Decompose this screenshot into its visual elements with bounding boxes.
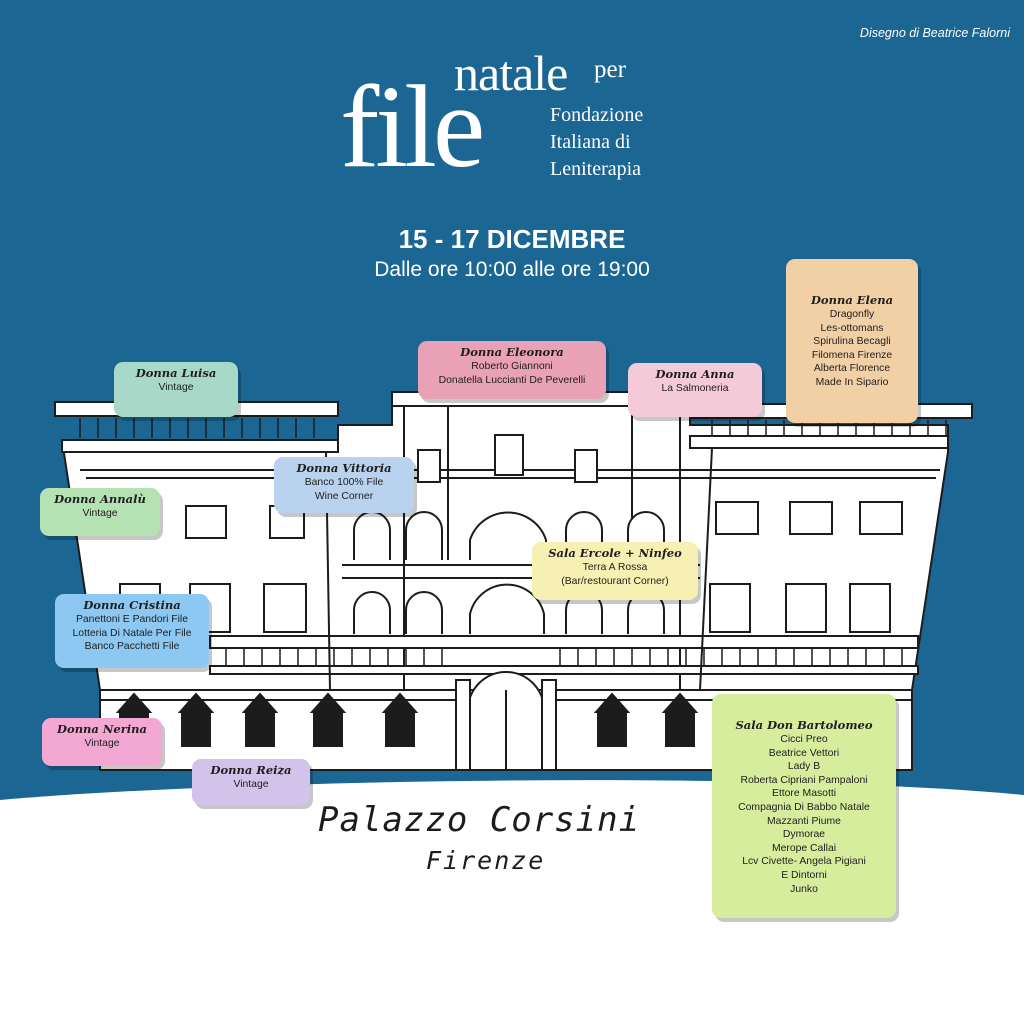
exhibitor-name: Wine Corner <box>314 490 374 502</box>
room-title: Donna Nerina <box>57 722 147 736</box>
room-title: Sala Ercole + Ninfeo <box>548 546 682 560</box>
event-dates: 15 - 17 DICEMBRE <box>398 224 626 254</box>
exhibitor-name: Vintage <box>84 738 120 749</box>
exhibitor-name: Les-ottomans <box>820 322 884 334</box>
exhibitor-name: Lady B <box>787 761 821 773</box>
exhibitor-name: Beatrice Vettori <box>768 747 840 759</box>
room-card-sala-ercole-ninfeo: Sala Ercole + Ninfeo Terra A Rossa (Bar/r… <box>532 542 698 600</box>
exhibitor-name: Lcv Civette- Angela Pigiani <box>742 856 866 868</box>
exhibitor-name: Terra A Rossa <box>582 562 648 573</box>
logo-org-line: Leniterapia <box>550 158 642 180</box>
room-exhibitors: Vintage <box>42 737 162 751</box>
room-title: Donna Annalù <box>54 492 146 506</box>
exhibitor-name: Banco Pacchetti File <box>84 641 180 653</box>
exhibitor-name: Alberta Florence <box>813 363 891 375</box>
exhibitor-name: Vintage <box>233 779 269 790</box>
room-exhibitors: Vintage <box>40 507 160 521</box>
logo-organization: Fondazione Italiana di Leniterapia <box>550 102 643 183</box>
venue-city: Firenze <box>426 846 546 875</box>
room-card-donna-anna: Donna Anna La Salmoneria <box>628 363 762 417</box>
room-title: Donna Cristina <box>83 598 181 612</box>
exhibitor-name: Filomena Firenze <box>811 349 893 361</box>
room-card-donna-luisa: Donna Luisa Vintage <box>114 362 238 417</box>
room-exhibitors: Vintage <box>114 381 238 395</box>
exhibitor-name: Dragonfly <box>829 309 875 320</box>
room-title: Donna Anna <box>655 367 735 381</box>
room-title: Sala Don Bartolomeo <box>735 718 873 732</box>
exhibitor-name: Mazzanti Piume <box>767 815 841 827</box>
event-hours: Dalle ore 10:00 alle ore 19:00 <box>374 258 650 281</box>
exhibitor-name: Made In Sipario <box>815 376 889 388</box>
exhibitor-name: Donatella Luccianti De Peverelli <box>438 374 586 386</box>
logo-natale-word: natale <box>454 45 568 101</box>
exhibitor-name: Compagnia Di Babbo Natale <box>738 801 870 813</box>
room-exhibitors: Vintage <box>192 778 310 792</box>
exhibitor-name: Dymorae <box>782 829 826 841</box>
room-title: Donna Luisa <box>135 366 217 380</box>
exhibitor-name: Banco 100% File <box>304 477 384 488</box>
exhibitor-name: Roberto Giannoni <box>471 361 553 372</box>
venue-name: Palazzo Corsini <box>318 800 641 840</box>
exhibitor-name: (Bar/restourant Corner) <box>561 575 669 587</box>
exhibitor-name: Spirulina Becagli <box>813 336 891 348</box>
exhibitor-name: Roberta Cipriani Pampaloni <box>740 774 868 786</box>
room-card-donna-reiza: Donna Reiza Vintage <box>192 759 310 805</box>
logo-org-line: Fondazione <box>550 104 644 126</box>
exhibitor-name: Merope Callai <box>771 842 837 854</box>
illustration-credit: Disegno di Beatrice Falorni <box>859 26 1010 40</box>
room-title: Donna Vittoria <box>296 461 392 475</box>
room-card-donna-annalu: Donna Annalù Vintage <box>40 488 160 536</box>
exhibitor-name: Ettore Masotti <box>771 788 837 800</box>
logo-org-line: Italiana di <box>550 131 631 153</box>
room-card-donna-nerina: Donna Nerina Vintage <box>42 718 162 766</box>
room-title: Donna Elena <box>810 293 894 307</box>
exhibitor-name: Vintage <box>158 382 194 393</box>
exhibitor-name: E Dintorni <box>781 869 827 881</box>
exhibitor-name: Lotteria Di Natale Per File <box>72 627 192 639</box>
room-title: Donna Reiza <box>210 763 292 777</box>
exhibitor-name: Vintage <box>82 508 118 519</box>
exhibitor-name: Panettoni E Pandori File <box>75 614 189 625</box>
logo-per-word: per <box>594 56 626 83</box>
natale-per-file-logo: file natale per Fondazione Italiana di L… <box>340 48 700 192</box>
exhibitor-name: Junko <box>790 883 818 895</box>
balusters <box>79 418 947 666</box>
room-exhibitors: Terra A Rossa (Bar/restourant Corner) <box>532 561 698 588</box>
exhibitor-name: Cicci Preo <box>780 734 828 745</box>
logo-file-word: file <box>340 61 485 192</box>
exhibitor-name: La Salmoneria <box>661 383 729 394</box>
room-exhibitors: La Salmoneria <box>628 382 762 396</box>
room-title: Donna Eleonora <box>460 345 564 359</box>
